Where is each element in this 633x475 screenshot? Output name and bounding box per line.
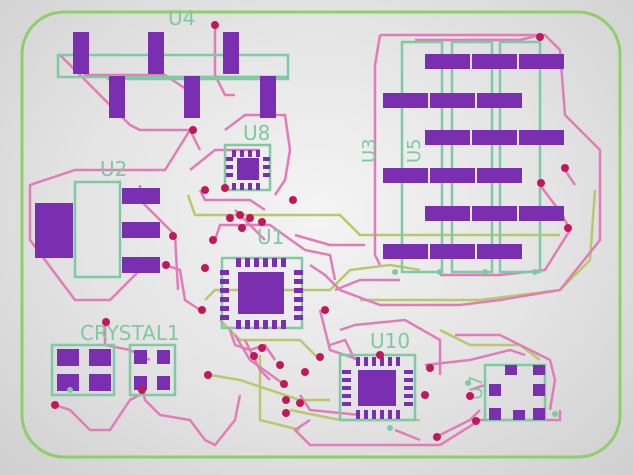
- label-u10: U10: [370, 329, 410, 353]
- label-u3: U3: [359, 138, 380, 163]
- label-u5: U5: [404, 138, 425, 163]
- label-crystal: CRYSTAL1: [80, 321, 180, 345]
- label-u2: U2: [100, 157, 127, 181]
- vias[interactable]: [51, 21, 572, 441]
- label-u8: U8: [243, 121, 270, 145]
- label-u1: U1: [257, 225, 284, 249]
- board-outline: [20, 10, 622, 459]
- label-u4: U4: [168, 6, 195, 30]
- bottom-traces: [186, 189, 597, 432]
- test-points: [67, 269, 558, 431]
